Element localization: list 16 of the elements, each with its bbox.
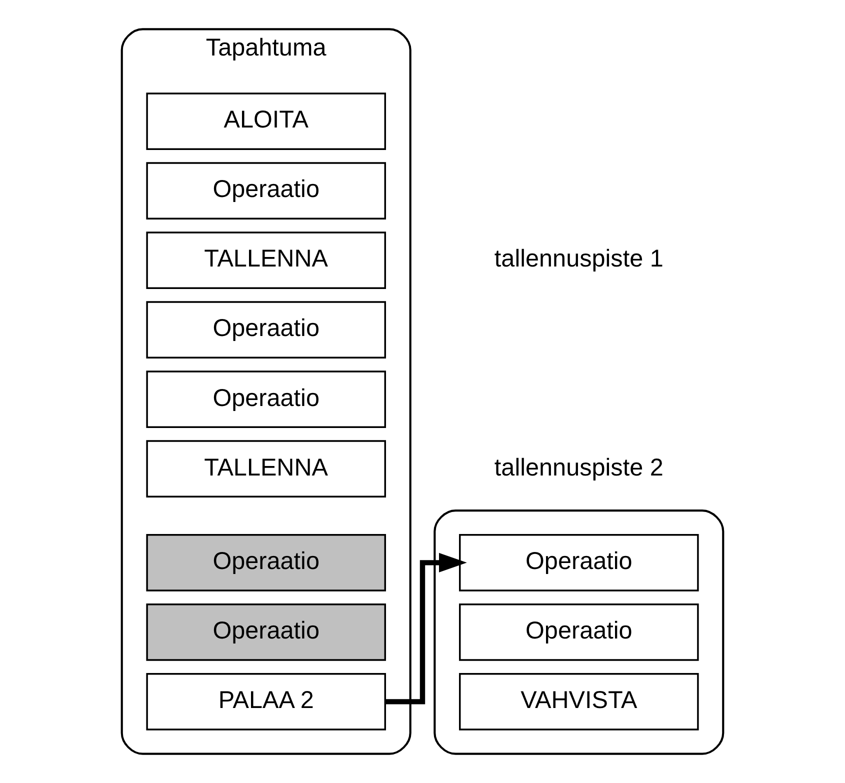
node-box: Operaatio [146,301,386,358]
node-box: PALAA 2 [146,673,386,730]
node-box: VAHVISTA [459,673,699,730]
label: tallennuspiste 1 [494,246,664,273]
arrow [386,552,467,704]
cluster [434,510,724,755]
node-box: Operaatio [459,534,699,592]
node-box: TALLENNA [146,440,386,498]
node-box: Operaatio [146,604,386,661]
node-box: TALLENNA [146,232,386,289]
node-box: Operaatio [146,162,386,220]
label: tallennuspiste 2 [494,454,664,482]
node-box: Operaatio [146,534,386,592]
node-box: Operaatio [459,604,699,661]
node-box: ALOITA [146,92,386,150]
node-box: Operaatio [146,370,386,428]
